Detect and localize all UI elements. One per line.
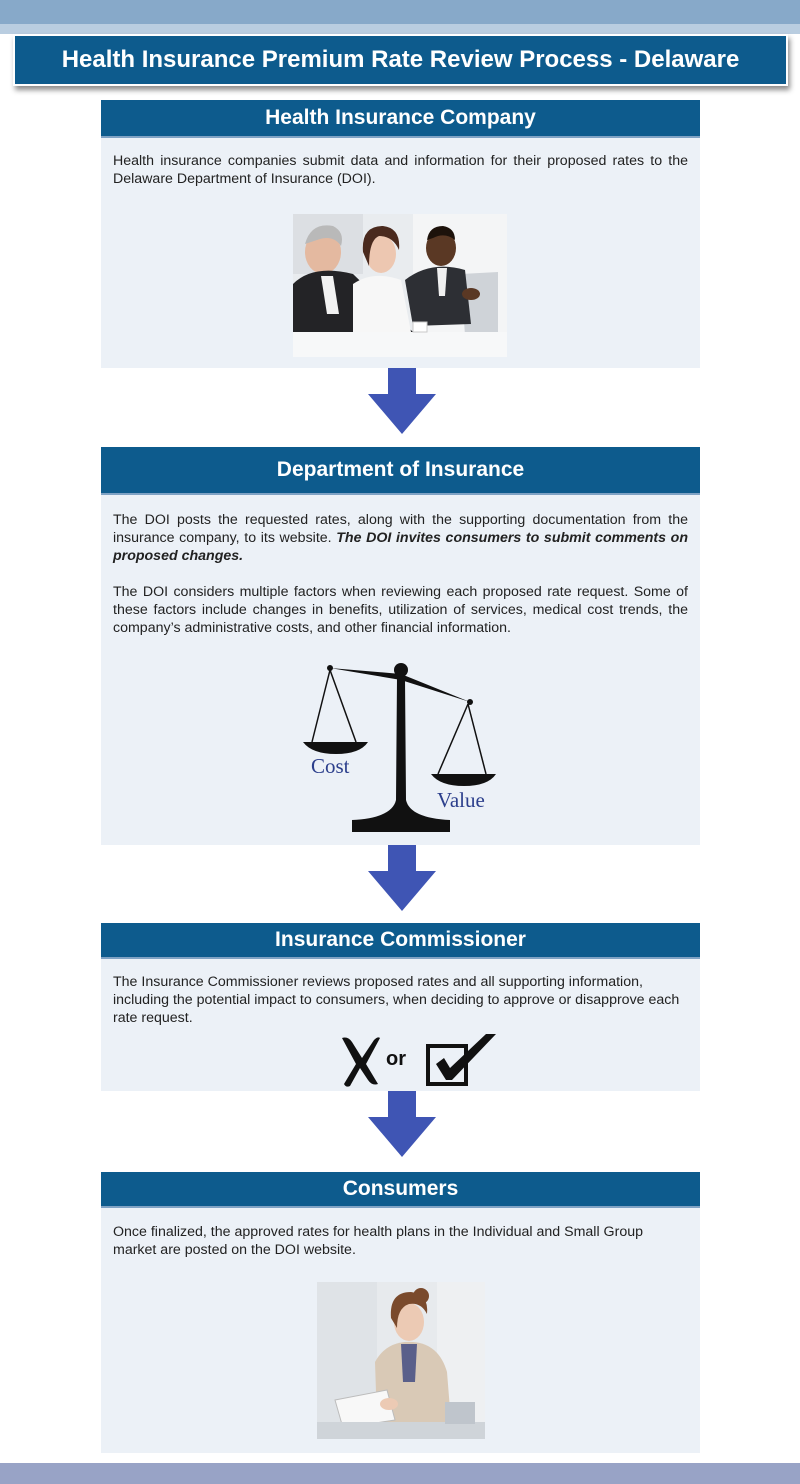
step-description: Once finalized, the approved rates for h… (113, 1224, 643, 1258)
top-band-light (0, 24, 800, 34)
step-heading: Health Insurance Company (101, 100, 700, 138)
scale-label-cost: Cost (311, 754, 350, 778)
consumer-comment-emphasis: The DOI invites consumers to submit comm… (113, 530, 689, 564)
bottom-band (0, 1463, 800, 1484)
scale-label-value: Value (437, 788, 485, 812)
step-heading: Department of Insurance (101, 447, 700, 495)
consumer-reading-photo (317, 1282, 485, 1439)
step-description: Health insurance companies submit data a… (113, 153, 688, 187)
step-description: The DOI posts the requested rates, along… (113, 512, 689, 564)
step-panel-insurance-commissioner: Insurance Commissioner The Insurance Com… (101, 923, 700, 1091)
disapprove-x-icon (342, 1037, 380, 1087)
choice-or-label: or (386, 1048, 406, 1070)
balance-scale-icon: Cost Value (303, 663, 496, 832)
approve-checkbox-icon (426, 1034, 496, 1086)
step-description: The Insurance Commissioner reviews propo… (113, 974, 680, 1026)
business-people-photo (293, 214, 507, 357)
top-band (0, 0, 800, 24)
down-arrow-icon (368, 845, 436, 911)
step-description-factors: The DOI considers multiple factors when … (113, 584, 688, 636)
step-heading: Insurance Commissioner (101, 923, 700, 959)
page-title: Health Insurance Premium Rate Review Pro… (13, 34, 788, 86)
down-arrow-icon (368, 368, 436, 434)
step-heading: Consumers (101, 1172, 700, 1208)
down-arrow-icon (368, 1091, 436, 1157)
